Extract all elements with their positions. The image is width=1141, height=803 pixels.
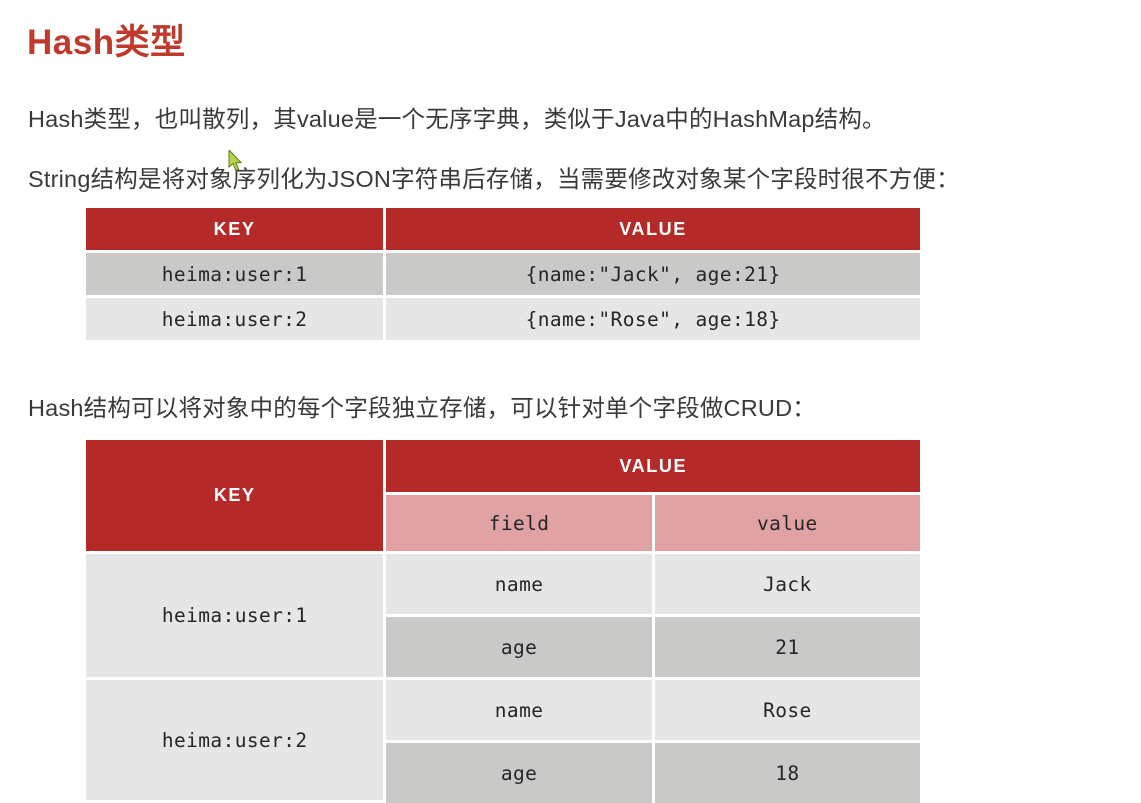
- string-table-header-value: VALUE: [386, 208, 920, 253]
- hash-field-name: name: [386, 554, 655, 617]
- hash-table-subheader-row: field value: [86, 495, 920, 554]
- table-row: heima:user:2 {name:"Rose", age:18}: [86, 298, 920, 340]
- paragraph-string-problem: String结构是将对象序列化为JSON字符串后存储，当需要修改对象某个字段时很…: [28, 166, 960, 192]
- hash-field-value: 21: [654, 617, 920, 680]
- string-structure-table: KEY VALUE heima:user:1 {name:"Jack", age…: [86, 208, 920, 340]
- paragraph-hash-benefit: Hash结构可以将对象中的每个字段独立存储，可以针对单个字段做CRUD：: [28, 395, 816, 421]
- hash-field-name: age: [386, 743, 655, 803]
- hash-table-subheader-value: value: [654, 495, 920, 554]
- hash-group-key: heima:user:2: [86, 680, 387, 803]
- hash-table-header-key: KEY: [86, 440, 387, 554]
- string-row-value: {name:"Jack", age:21}: [386, 253, 920, 298]
- hash-table-header-row: KEY VALUE: [86, 440, 920, 554]
- string-row-key: heima:user:2: [86, 298, 387, 340]
- table-row: age 21: [86, 617, 920, 680]
- table-row: age 18: [86, 743, 920, 803]
- table-row: heima:user:1 name Jack: [86, 554, 920, 680]
- hash-field-name: name: [386, 680, 655, 743]
- hash-structure-table: KEY VALUE field value heima:user:1 name …: [86, 440, 920, 803]
- page-title: Hash类型: [27, 23, 186, 62]
- hash-table-header-value: VALUE: [386, 440, 920, 495]
- string-table-body: heima:user:1 {name:"Jack", age:21} heima…: [86, 253, 920, 340]
- table-header-row: KEY VALUE: [86, 208, 920, 253]
- table-row: heima:user:1 {name:"Jack", age:21}: [86, 253, 920, 298]
- hash-field-name: age: [386, 617, 655, 680]
- hash-field-value: Jack: [654, 554, 920, 617]
- string-row-value: {name:"Rose", age:18}: [386, 298, 920, 340]
- table-row: heima:user:2 name Rose: [86, 680, 920, 803]
- string-row-key: heima:user:1: [86, 253, 387, 298]
- hash-table-subheader-field: field: [386, 495, 655, 554]
- hash-field-value: Rose: [654, 680, 920, 743]
- hash-field-value: 18: [654, 743, 920, 803]
- hash-table-body: KEY VALUE field value heima:user:1 name …: [86, 440, 920, 803]
- paragraph-hash-intro: Hash类型，也叫散列，其value是一个无序字典，类似于Java中的HashM…: [28, 106, 886, 132]
- string-table-head: KEY VALUE: [86, 208, 920, 253]
- hash-group-key: heima:user:1: [86, 554, 387, 680]
- string-table-header-key: KEY: [86, 208, 387, 253]
